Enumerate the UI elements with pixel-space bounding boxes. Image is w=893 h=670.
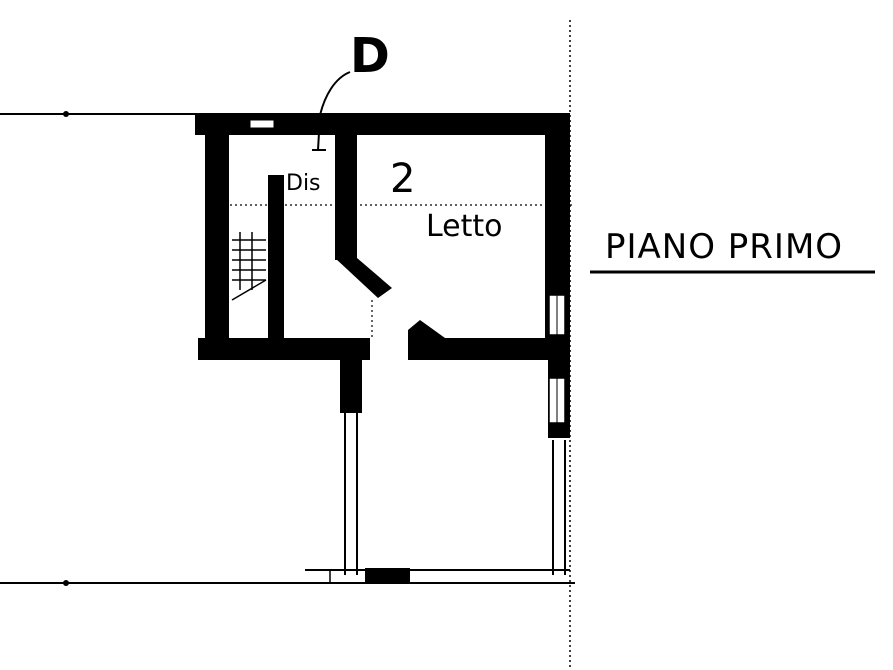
floor-title: PIANO PRIMO	[605, 227, 843, 267]
room-label-bedroom: Letto	[426, 209, 503, 244]
terrace-lines	[305, 300, 570, 583]
stair-symbol	[231, 232, 267, 301]
window-marks	[249, 119, 566, 424]
room-label-distribution: Dis	[286, 171, 321, 196]
walls	[195, 113, 570, 584]
room-number-label: 2	[390, 156, 415, 202]
section-marker-label: D	[350, 28, 390, 84]
section-marker-leader	[312, 71, 351, 151]
